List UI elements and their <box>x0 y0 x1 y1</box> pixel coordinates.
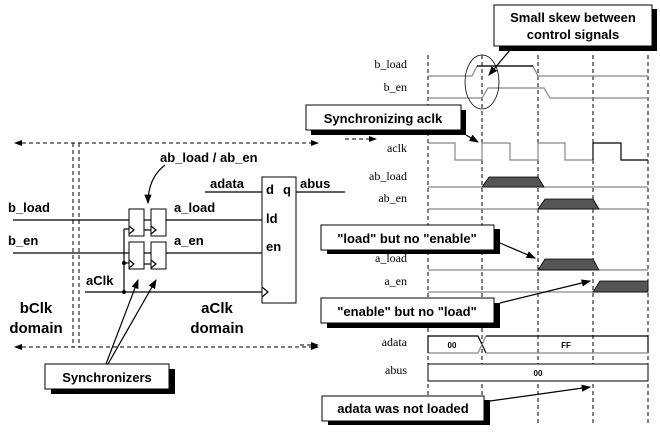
svg-text:b_load: b_load <box>374 57 407 71</box>
svg-text:00: 00 <box>534 369 543 378</box>
wave-abus: 00 <box>427 363 649 382</box>
sync-label: ab_load / ab_en <box>160 150 258 165</box>
enable-no-load-callout: "enable" but no "load" <box>320 279 592 328</box>
svg-text:abus: abus <box>385 363 407 377</box>
port-q: q <box>283 182 291 197</box>
aclk-label: aClk <box>86 273 114 288</box>
not-loaded-callout: adata was not loaded <box>321 384 592 425</box>
sync-aclk-callout: Synchronizing aclk <box>305 104 480 143</box>
port-ld: ld <box>266 211 278 226</box>
svg-text:Synchronizing aclk: Synchronizing aclk <box>324 111 443 126</box>
svg-text:b_en: b_en <box>384 80 407 94</box>
svg-text:a_en: a_en <box>384 274 407 288</box>
port-en: en <box>266 239 281 254</box>
svg-text:FF: FF <box>561 341 571 350</box>
skew-callout: Small skew between control signals <box>488 4 657 76</box>
adata-label: adata <box>210 176 245 191</box>
sync-label-arrow <box>144 164 166 205</box>
aclk-domain-label: aClk <box>201 300 233 317</box>
svg-text:a_load: a_load <box>375 251 407 265</box>
b-load-label: b_load <box>8 200 50 215</box>
svg-text:00: 00 <box>448 341 457 350</box>
wave-b-en <box>428 87 648 99</box>
svg-text:"enable" but no "load": "enable" but no "load" <box>337 304 477 319</box>
signal-labels: b_load b_en aclk ab_load ab_en a_load a_… <box>369 57 408 377</box>
a-en-label: a_en <box>174 233 204 248</box>
port-d: d <box>266 182 274 197</box>
domain-boundaries <box>14 140 319 350</box>
svg-text:domain: domain <box>190 320 243 337</box>
svg-text:ab_load: ab_load <box>369 169 407 183</box>
synchronizers-callout: Synchronizers <box>62 370 152 385</box>
svg-text:"load" but no "enable": "load" but no "enable" <box>337 231 477 246</box>
a-load-label: a_load <box>174 200 215 215</box>
abus-label: abus <box>300 176 330 191</box>
skew-highlight <box>464 54 500 110</box>
svg-text:adata: adata <box>382 335 408 349</box>
load-no-enable-callout: "load" but no "enable" <box>320 224 537 259</box>
wave-adata: 00 FF <box>427 335 649 354</box>
synchronizer-flops <box>128 208 167 270</box>
register-block: d q ld en <box>261 176 297 304</box>
wave-aclk <box>428 142 593 161</box>
svg-text:aclk: aclk <box>387 141 407 155</box>
b-en-label: b_en <box>8 233 38 248</box>
svg-text:control signals: control signals <box>527 27 619 42</box>
svg-text:ab_en: ab_en <box>378 191 407 205</box>
bclk-domain-label: bClk <box>20 300 53 317</box>
svg-text:domain: domain <box>9 320 62 337</box>
svg-text:adata was not loaded: adata was not loaded <box>337 401 469 416</box>
svg-text:Small skew between: Small skew between <box>510 10 636 25</box>
